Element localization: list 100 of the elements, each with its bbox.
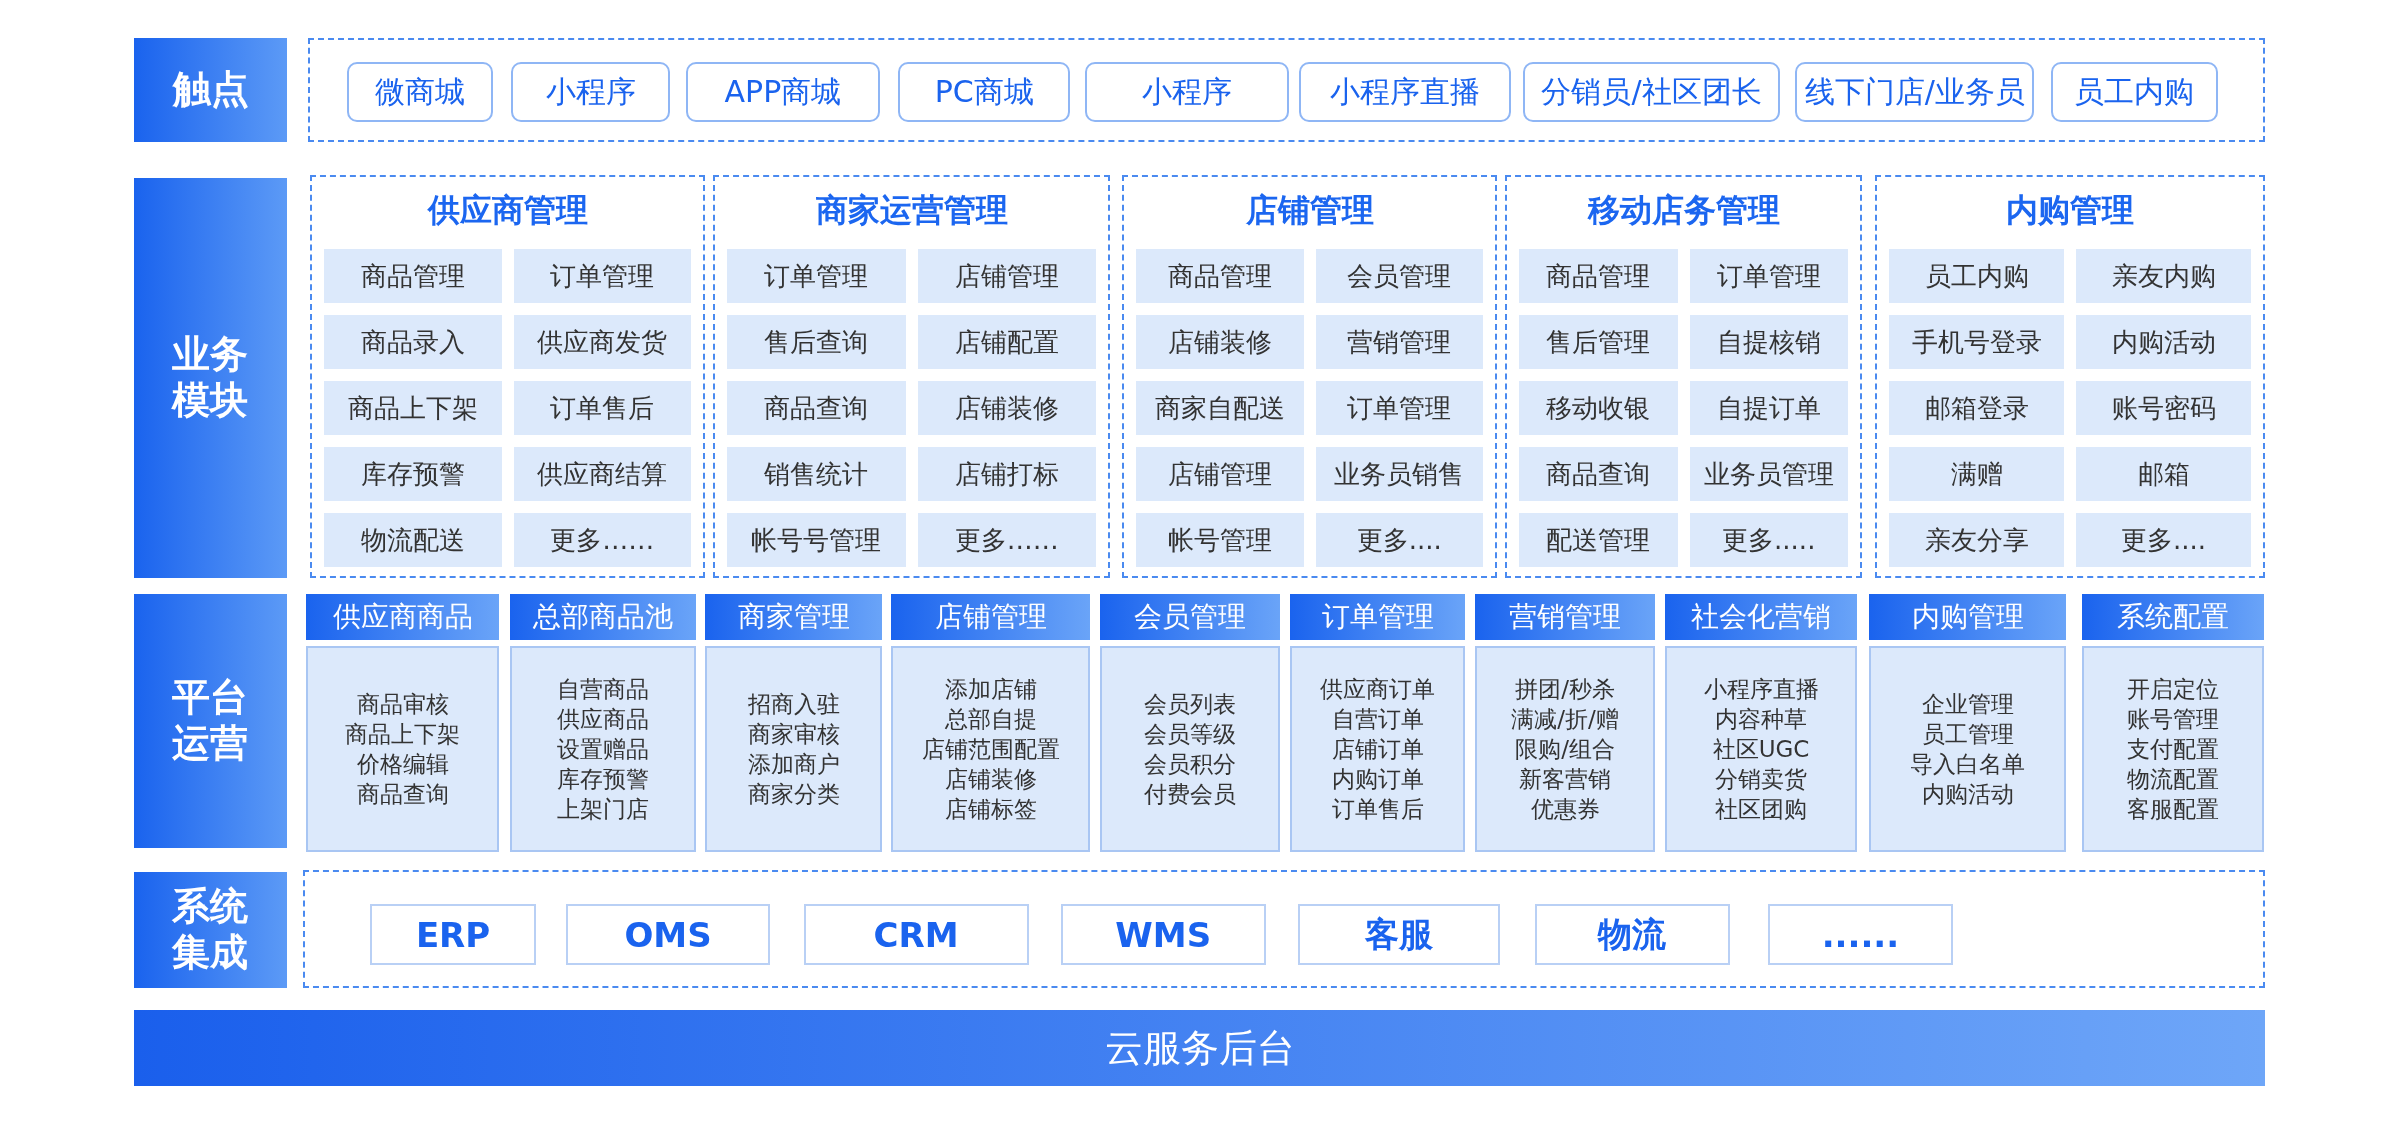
list-item: 库存预警 [557,765,649,794]
list-item: 商家审核 [747,720,840,749]
list-item: 招商入驻 [747,690,840,719]
feature-box: 帐号管理 [1136,513,1304,567]
feature-box: 自提订单 [1689,381,1848,435]
list-item: 拼团/秒杀 [1515,675,1615,704]
feature-box: 销售统计 [727,447,906,501]
feature-box: 供应商结算 [513,447,691,501]
feature-box: 订单管理 [513,249,691,303]
list-item: 小程序直播 [1703,675,1819,704]
module-panel [1875,175,2265,578]
system-box: ...... [1767,904,1954,965]
feature-box: 更多.... [2076,513,2251,567]
feature-box: 售后查询 [727,315,906,369]
feature-box: 账号密码 [2076,381,2251,435]
list-item: 客服配置 [2127,795,2219,824]
module-panel [310,175,705,578]
feature-box: 商品查询 [1519,447,1678,501]
list-item: 店铺标签 [944,795,1037,824]
section-label: 触点 [134,38,287,142]
feature-box: 店铺装修 [1136,315,1304,369]
panel-heading: 内购管理 [2006,191,2134,229]
channel-tag: 小程序 [1085,62,1289,122]
list-item: 商品查询 [356,780,449,809]
panel-heading: 商家运营管理 [815,191,1008,229]
list-item: 添加商户 [747,750,840,779]
feature-box: 店铺管理 [1136,447,1304,501]
list-item: 内购订单 [1331,765,1424,794]
column-header: 商家管理 [705,594,882,640]
module-panel [1505,175,1862,578]
list-item: 社区团购 [1715,795,1807,824]
panel-heading: 店铺管理 [1245,191,1374,229]
feature-box: 店铺配置 [917,315,1096,369]
channel-tag: 小程序直播 [1299,62,1511,122]
list-item: 商家分类 [747,780,840,809]
feature-box: 更多.... [1315,513,1483,567]
column-header: 系统配置 [2082,594,2264,640]
column-header: 供应商商品 [306,594,499,640]
list-item: 满减/折/赠 [1511,705,1619,734]
list-item: 店铺订单 [1331,735,1424,764]
column-header: 营销管理 [1475,594,1655,640]
feature-box: 订单售后 [513,381,691,435]
feature-box: 会员管理 [1315,249,1483,303]
list-item: 供应商订单 [1320,675,1435,704]
feature-box: 订单管理 [727,249,906,303]
channel-tag: 线下门店/业务员 [1795,62,2035,122]
module-panel [1122,175,1497,578]
column-header: 店铺管理 [891,594,1090,640]
feature-box: 商品上下架 [324,381,502,435]
list-item: 商品审核 [356,690,449,719]
channel-tag: APP商城 [685,62,881,122]
panel-heading: 移动店务管理 [1587,191,1780,229]
feature-box: 营销管理 [1315,315,1483,369]
system-box: ERP [370,904,536,965]
channel-tag: 微商城 [347,62,493,122]
feature-box: 库存预警 [324,447,502,501]
section-label: 系统集成 [134,872,287,988]
system-box: WMS [1060,904,1266,965]
list-item: 添加店铺 [944,675,1037,704]
feature-box: 手机号登录 [1889,315,2064,369]
system-box: 物流 [1535,904,1730,965]
list-item: 店铺装修 [944,765,1037,794]
list-item: 支付配置 [2127,735,2219,764]
feature-box: 邮箱登录 [1889,381,2064,435]
list-item: 开启定位 [2127,675,2219,704]
feature-box: 自提核销 [1689,315,1848,369]
list-item: 总部自提 [944,705,1037,734]
feature-box: 移动收银 [1519,381,1678,435]
column-header: 社会化营销 [1665,594,1857,640]
list-item: 价格编辑 [356,750,449,779]
list-item: 企业管理 [1921,690,2014,719]
dashed-panel [303,870,2265,988]
channel-tag: 分销员/社区团长 [1522,62,1781,122]
feature-box: 业务员销售 [1315,447,1483,501]
system-box: 客服 [1297,904,1500,965]
service-bar: 云服务后台 [134,1010,2265,1086]
module-panel [713,175,1110,578]
list-item: 导入白名单 [1910,750,2025,779]
feature-box: 物流配送 [324,513,502,567]
list-item: 优惠券 [1530,795,1600,824]
list-item: 付费会员 [1144,780,1236,809]
feature-box: 售后管理 [1519,315,1678,369]
feature-box: 亲友分享 [1889,513,2064,567]
feature-box: 更多…… [513,513,691,567]
feature-box: 店铺管理 [917,249,1096,303]
feature-box: 更多…… [917,513,1096,567]
list-item: 设置赠品 [557,735,649,764]
feature-box: 邮箱 [2076,447,2251,501]
list-item: 自营商品 [557,675,649,704]
column-header: 会员管理 [1100,594,1280,640]
feature-box: 供应商发货 [513,315,691,369]
feature-box: 商品管理 [1136,249,1304,303]
column-header: 订单管理 [1290,594,1465,640]
list-item: 限购/组合 [1515,735,1615,764]
list-item: 新客营销 [1519,765,1611,794]
dashed-panel [308,38,2265,142]
list-item: 账号管理 [2127,705,2219,734]
feature-box: 商品管理 [1519,249,1678,303]
feature-box: 帐号号管理 [727,513,906,567]
feature-box: 亲友内购 [2076,249,2251,303]
